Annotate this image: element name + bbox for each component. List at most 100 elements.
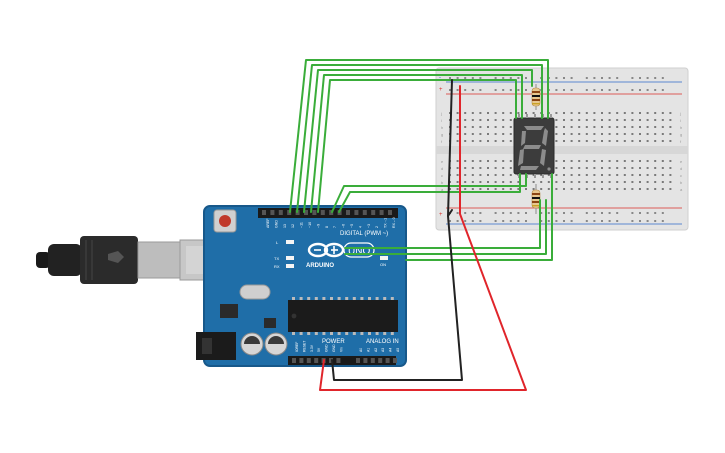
power-analog-header xyxy=(288,356,396,365)
row-letter: h xyxy=(441,125,443,130)
digital-pin-label: 12 xyxy=(291,224,295,228)
analog-pin[interactable] xyxy=(370,358,375,363)
arduino-logo xyxy=(307,242,345,258)
digital-pin-label: 4 xyxy=(358,226,362,228)
analog-pin[interactable] xyxy=(378,358,383,363)
digital-pin[interactable] xyxy=(262,210,266,215)
digital-pin-label: ~6 xyxy=(342,224,346,228)
power-label: POWER xyxy=(322,339,345,345)
wire-green-5[interactable] xyxy=(317,79,517,213)
usb-cable[interactable] xyxy=(36,236,237,284)
row-letter: c xyxy=(680,173,682,178)
row-letter: i xyxy=(441,118,442,123)
power-pin[interactable] xyxy=(314,358,319,363)
wire-green-4[interactable] xyxy=(310,74,523,213)
seven-segment-display[interactable]: 8 xyxy=(0,0,555,178)
power-pin-label: Vin xyxy=(339,347,343,352)
digital-pin-label: ~9 xyxy=(316,224,320,228)
breadboard-center-channel xyxy=(436,146,688,154)
on-led-label: ON xyxy=(380,262,386,267)
analog-pin[interactable] xyxy=(363,358,368,363)
power-pin-label: 3.3V xyxy=(310,344,314,352)
digital-pin[interactable] xyxy=(320,210,325,215)
digital-pin-label: AREF xyxy=(266,218,270,228)
row-letter: e xyxy=(680,159,683,164)
usb-plug-metal xyxy=(137,241,181,279)
row-letter: g xyxy=(441,132,443,137)
analog-pin-label: A5 xyxy=(396,348,400,352)
display-segments xyxy=(518,126,551,171)
usb-cable-end xyxy=(36,252,50,268)
row-letter: d xyxy=(441,166,443,171)
analog-pin-label: A0 xyxy=(359,348,363,352)
digital-header xyxy=(258,208,398,218)
row-letter: f xyxy=(441,139,443,144)
top-rail-plus: + xyxy=(439,87,443,93)
usb-symbol-icon xyxy=(108,251,124,263)
led-label-tx: TX xyxy=(274,256,279,261)
wire-green-9[interactable] xyxy=(344,199,547,255)
power-pin[interactable] xyxy=(292,358,296,363)
row-letter: c xyxy=(441,173,443,178)
wires xyxy=(289,59,553,391)
analog-label: ANALOG IN xyxy=(366,339,399,345)
power-pin[interactable] xyxy=(306,358,311,363)
row-letter: g xyxy=(680,132,682,137)
power-pin[interactable] xyxy=(336,358,341,363)
digital-pin[interactable] xyxy=(312,210,317,215)
digital-pin[interactable] xyxy=(371,210,376,215)
microcontroller-chip xyxy=(288,300,398,332)
row-letter: d xyxy=(680,166,682,171)
digital-pin[interactable] xyxy=(346,210,350,215)
resistor-top[interactable] xyxy=(531,84,541,110)
wire-green-3[interactable] xyxy=(303,69,533,213)
analog-pin[interactable] xyxy=(393,358,397,363)
digital-pin[interactable] xyxy=(362,210,367,215)
digital-pin-label: RX←0 xyxy=(392,217,396,228)
power-pin-label: RESET xyxy=(302,341,306,352)
wire-power[interactable] xyxy=(319,85,527,391)
analog-pin-label: A1 xyxy=(366,348,370,352)
logo-right-loop-icon xyxy=(323,242,345,258)
status-leds: L TX RX ON xyxy=(274,240,388,269)
reset-button-cap[interactable] xyxy=(219,215,231,227)
wire-green-2[interactable] xyxy=(296,64,543,213)
wire-green-6[interactable] xyxy=(331,173,527,213)
wire-green-7[interactable] xyxy=(338,173,521,213)
analog-pin[interactable] xyxy=(356,358,360,363)
digital-pin[interactable] xyxy=(379,210,384,215)
led-label-rx: RX xyxy=(274,264,280,269)
digital-pin-label: ~10 xyxy=(308,222,312,228)
power-pin[interactable] xyxy=(329,358,333,363)
digital-pin-label: 13 xyxy=(283,224,287,228)
digital-pin[interactable] xyxy=(388,210,392,215)
digital-pin[interactable] xyxy=(278,210,283,215)
row-letter: e xyxy=(441,159,444,164)
wire-green-8[interactable] xyxy=(344,199,541,249)
digital-pin-label: GND xyxy=(274,220,278,228)
digital-pin[interactable] xyxy=(270,210,275,215)
wire-ground-2[interactable] xyxy=(447,209,453,217)
display-digit: 8 xyxy=(0,0,1,1)
digital-pin[interactable] xyxy=(354,210,359,215)
row-letter: f xyxy=(680,139,682,144)
digital-pin-label: 8 xyxy=(325,226,329,228)
digital-pin[interactable] xyxy=(304,210,308,215)
row-letter: a xyxy=(680,187,683,192)
analog-pin-label: A2 xyxy=(374,348,378,352)
breadboard-holes xyxy=(449,77,672,222)
wire-green-10[interactable] xyxy=(405,173,553,261)
wire-ground[interactable] xyxy=(331,79,463,381)
power-pin-label: IOREF xyxy=(295,342,299,352)
digital-pin-label: ~3 xyxy=(367,224,371,228)
digital-pin-label: 7 xyxy=(333,226,337,228)
power-pin[interactable] xyxy=(299,358,304,363)
analog-pin[interactable] xyxy=(385,358,390,363)
wire-green-1[interactable] xyxy=(289,59,549,213)
regulator-chip xyxy=(220,304,238,318)
power-pin-label: GND xyxy=(325,344,329,352)
